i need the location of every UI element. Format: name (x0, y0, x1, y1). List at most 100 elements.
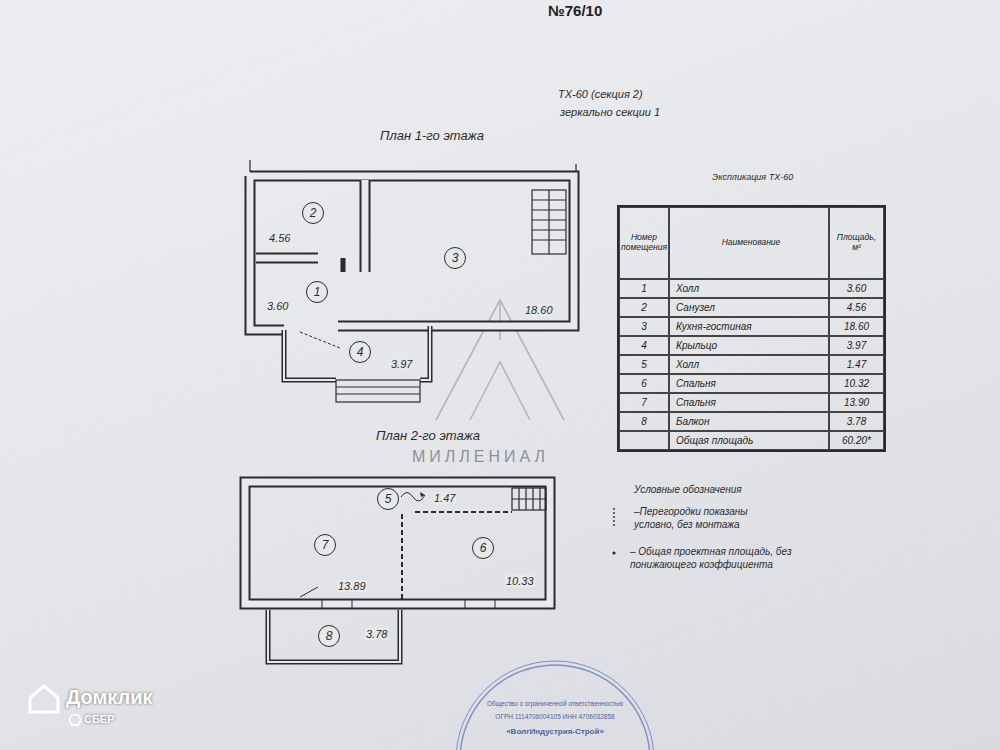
floor-heading: План 2-го этажа (376, 428, 480, 443)
table-cell: Балкон (669, 412, 829, 431)
table-cell-text: 3.60 (845, 283, 868, 295)
axis-ticks (250, 160, 576, 172)
table-cell: Спальня (669, 393, 829, 412)
explication-table: Номер помещенияНаименованиеПлощадь, м²1Х… (617, 205, 886, 452)
table-cell: 3 (619, 317, 669, 336)
room: 13.60 (262, 262, 342, 326)
table-cell-text: Санузел (674, 302, 717, 314)
window (465, 600, 495, 608)
table-cell: Крыльцо (669, 336, 829, 355)
callout-number: 2 (302, 202, 324, 224)
stamp-text: «ВолгИндустрия-Строй» (506, 727, 604, 736)
table-header: Номер помещения (619, 233, 669, 253)
table-cell-text: 2 (639, 302, 649, 314)
table-title: Экспликация ТХ-60 (712, 172, 793, 182)
area-label: 13.89 (337, 580, 367, 592)
room: 713.89 (252, 514, 398, 598)
table-cell: 1.47 (829, 355, 884, 374)
floor2-walls (245, 482, 550, 662)
stair (512, 488, 546, 510)
table-cell: Холл (669, 355, 829, 374)
stamp-ring (456, 661, 654, 750)
table-cell-text: Спальня (674, 378, 718, 390)
table-cell-text: 3 (639, 321, 649, 333)
porch-wall-inner (284, 326, 430, 380)
table-cell: 3.97 (829, 336, 884, 355)
door-leaf (300, 587, 318, 597)
table-cell-text: 7 (639, 397, 649, 409)
table-cell: 13.90 (829, 393, 884, 412)
table-cell-text: 13.90 (842, 397, 871, 409)
table-cell-text: Спальня (674, 397, 718, 409)
table-cell-text: 10.32 (842, 378, 871, 390)
floor1-walls (250, 160, 576, 402)
door-swing (300, 332, 340, 348)
table-cell (619, 431, 669, 450)
wall-stub (341, 258, 346, 272)
area-label: 3.60 (266, 300, 289, 312)
table-cell: Холл (669, 279, 829, 298)
table-cell-text: 60.20* (840, 435, 873, 447)
area-label: 3.97 (390, 358, 413, 370)
table-cell: 6 (619, 374, 669, 393)
document-number: №76/10 (548, 2, 602, 19)
table-cell-text: Кухня-гостиная (674, 321, 754, 333)
table-cell-text: 4.56 (845, 302, 868, 314)
balcony-wall (268, 610, 400, 662)
wall-inner (256, 255, 318, 262)
partition-dashed (415, 511, 512, 513)
callout-number: 6 (472, 537, 494, 559)
area-label: 18.60 (524, 304, 554, 316)
step-lines (336, 387, 420, 394)
area-label: 3.78 (365, 628, 388, 640)
table-cell-text: 6 (639, 378, 649, 390)
door-squiggle (401, 493, 425, 502)
table-cell: Кухня-гостиная (669, 317, 829, 336)
table-cell-text: 4 (639, 340, 649, 352)
table-cell: Спальня (669, 374, 829, 393)
section-note: зеркально секции 1 (560, 106, 660, 118)
brand-logo: Домклик (66, 686, 153, 709)
legend-text: –Перегородки показаны условно, без монта… (634, 506, 774, 531)
brand-logo: СБЕР (84, 713, 115, 725)
stamp-text: Общество с ограниченной ответственностью (487, 700, 623, 707)
table-cell-text: Балкон (674, 416, 711, 428)
floor-plan: План 2-го этажа51.47713.89610.3383.78 (240, 478, 555, 668)
table-cell: 3.78 (829, 412, 884, 431)
table-cell: 3.60 (829, 279, 884, 298)
table-cell: 4 (619, 336, 669, 355)
legend-star-sample (612, 551, 615, 554)
area-label: 4.56 (268, 232, 291, 244)
partition-dashed (401, 514, 403, 599)
callout-number: 5 (377, 488, 399, 510)
table-cell: Санузел (669, 298, 829, 317)
area-label: 1.47 (433, 492, 456, 504)
callout-number: 8 (318, 625, 340, 647)
table-cell: 18.60 (829, 317, 884, 336)
stair (532, 190, 566, 254)
legend-title: Условные обозначения (634, 484, 742, 495)
watermark-line (499, 300, 501, 340)
wall (245, 482, 550, 604)
table-cell: 10.32 (829, 374, 884, 393)
stamp-text: ОГРН 1114706004105 ИНН 4706032858 (495, 713, 614, 720)
porch-wall (284, 326, 430, 380)
stair-steps (532, 190, 566, 254)
table-cell-text: Крыльцо (674, 340, 719, 352)
domclick-icon (30, 686, 58, 712)
stair-steps (512, 488, 546, 510)
table-cell: 4.56 (829, 298, 884, 317)
table-header: Наименование (720, 238, 783, 248)
window (322, 600, 352, 608)
table-cell: 1 (619, 279, 669, 298)
callout-number: 7 (314, 534, 336, 556)
table-cell: 5 (619, 355, 669, 374)
room: 24.56 (256, 182, 364, 252)
table-cell: Общая площадь (669, 431, 829, 450)
callout-number: 1 (306, 281, 328, 303)
watermark-logo (436, 300, 564, 420)
squiggle-head (420, 492, 425, 497)
table-cell-text: 3.78 (845, 416, 868, 428)
